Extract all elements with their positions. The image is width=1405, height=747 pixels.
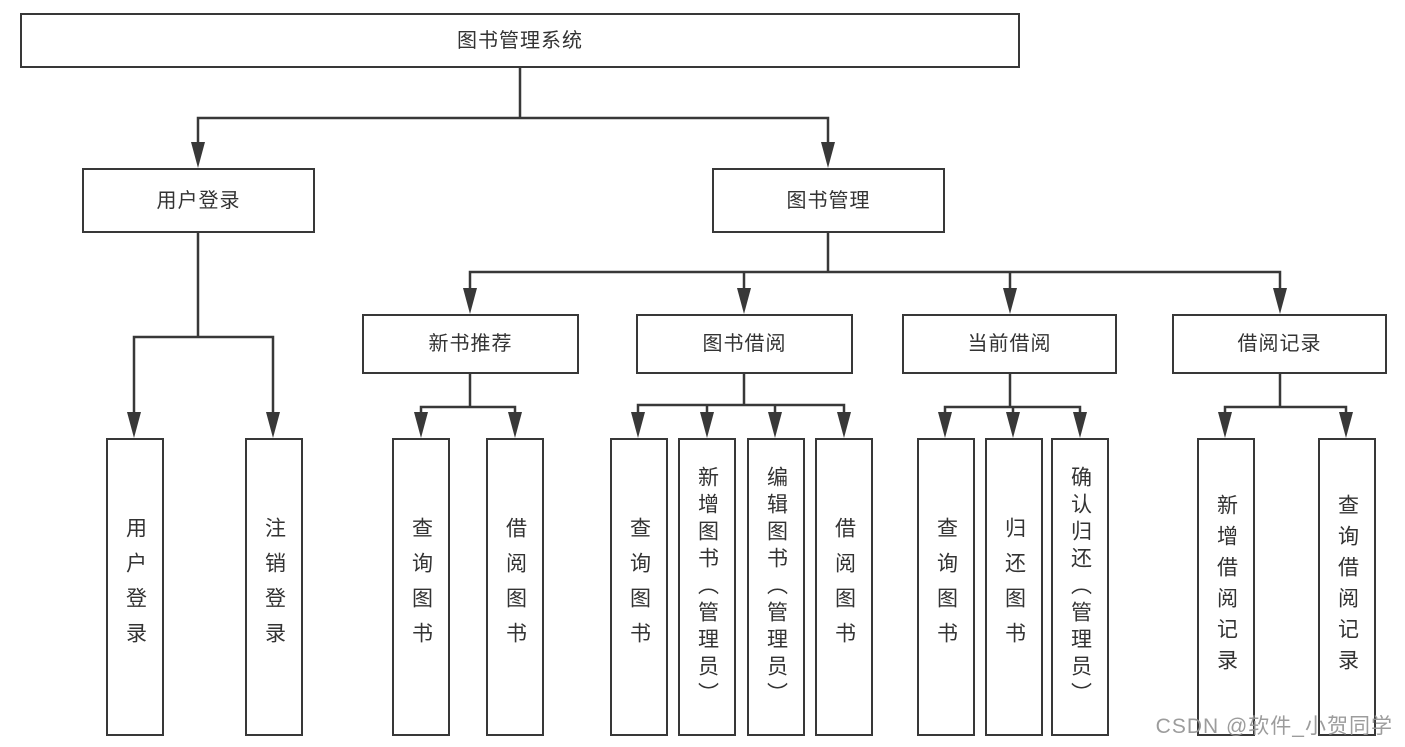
leaf-query-books-recommend: 查询图书 (392, 438, 450, 736)
leaf-query-books-borrowing: 查询图书 (610, 438, 668, 736)
leaf-confirm-return-admin: 确认归还（管理员） (1051, 438, 1109, 736)
node-book-borrowing: 图书借阅 (636, 314, 853, 374)
leaf-query-borrow-record: 查询借阅记录 (1318, 438, 1376, 736)
leaf-return-book: 归还图书 (985, 438, 1043, 736)
node-new-book-recommendation: 新书推荐 (362, 314, 579, 374)
leaf-logout: 注销登录 (245, 438, 303, 736)
leaf-borrow-books-recommend: 借阅图书 (486, 438, 544, 736)
node-borrow-records: 借阅记录 (1172, 314, 1387, 374)
leaf-user-login: 用户登录 (106, 438, 164, 736)
node-user-login: 用户登录 (82, 168, 315, 233)
arrowheads (127, 142, 1353, 438)
leaf-add-borrow-record: 新增借阅记录 (1197, 438, 1255, 736)
node-library-management-system: 图书管理系统 (20, 13, 1020, 68)
node-book-management: 图书管理 (712, 168, 945, 233)
leaf-query-books-current: 查询图书 (917, 438, 975, 736)
leaf-borrow-books-borrowing: 借阅图书 (815, 438, 873, 736)
leaf-edit-book-admin: 编辑图书（管理员） (747, 438, 805, 736)
leaf-add-book-admin: 新增图书（管理员） (678, 438, 736, 736)
node-current-borrowing: 当前借阅 (902, 314, 1117, 374)
csdn-watermark: CSDN @软件_小贺同学 (1155, 715, 1393, 738)
